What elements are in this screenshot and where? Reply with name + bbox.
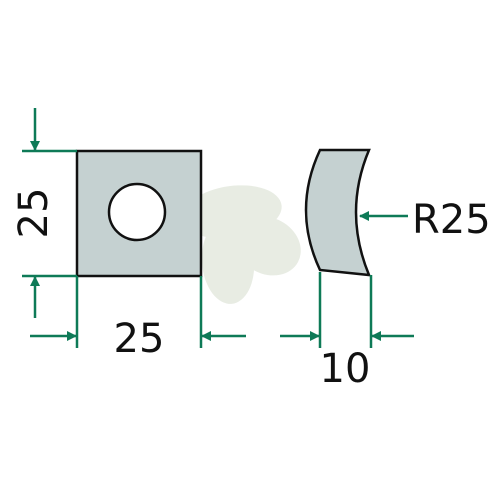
width-dimension-label: 25: [114, 316, 165, 362]
height-dimension-label: 25: [11, 188, 57, 239]
plate-hole: [107, 182, 167, 242]
leaf-watermark-icon: [182, 185, 301, 304]
width-dimension: [30, 276, 246, 348]
square-plate: [75, 149, 203, 278]
thickness-dimension-label: 10: [320, 346, 371, 392]
radius-dimension-label: R25: [412, 197, 491, 243]
thickness-dimension: [280, 272, 414, 348]
curved-piece: [304, 148, 371, 277]
height-dimension: [22, 108, 77, 318]
